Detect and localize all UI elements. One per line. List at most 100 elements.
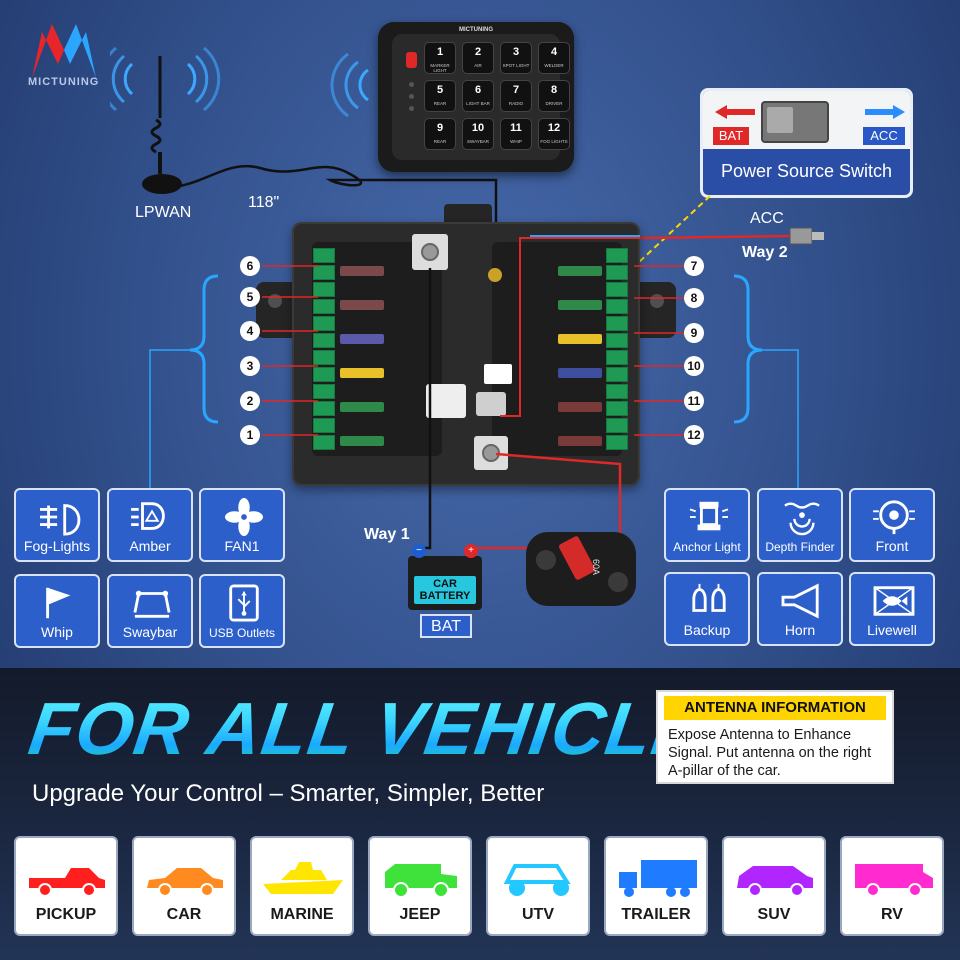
mode-switch[interactable] <box>476 392 506 416</box>
terminal-screw <box>606 248 628 263</box>
pairing-button[interactable] <box>484 364 512 384</box>
battery-negative-terminal: − <box>412 544 426 558</box>
panel-signal-icon <box>330 52 369 118</box>
panel-button-number: 7 <box>512 84 520 96</box>
vehicle-label: MARINE <box>270 906 334 923</box>
way1-label: Way 1 <box>364 526 410 543</box>
vehicle-label: UTV <box>522 906 554 923</box>
negative-stud <box>474 436 508 470</box>
car-icon <box>147 868 223 897</box>
antenna-info-title: ANTENNA INFORMATION <box>664 696 886 720</box>
battery-line2: BATTERY <box>419 590 471 602</box>
terminal-screw <box>313 316 335 331</box>
terminal-screw <box>606 367 628 382</box>
card-whip: Whip <box>14 574 100 648</box>
panel-button-number: 1 <box>436 46 444 58</box>
blade-fuse <box>558 334 602 344</box>
blade-fuse <box>340 266 384 276</box>
suv-icon <box>737 866 813 897</box>
card-swaybar: Swaybar <box>107 574 193 648</box>
jeep-icon <box>385 864 457 898</box>
anchor-light-icon <box>689 501 729 531</box>
bat-battery-tag: BAT <box>420 614 472 638</box>
card-front: Front <box>849 488 935 562</box>
terminal-screw <box>606 435 628 450</box>
blade-fuse <box>558 436 602 446</box>
fuse-number-7: 7 <box>684 256 704 276</box>
card-label: Amber <box>129 538 171 554</box>
vehicle-rv: RV <box>840 836 944 936</box>
card-label: Front <box>875 538 909 554</box>
terminal-screw <box>313 401 335 416</box>
trailer-icon <box>619 860 697 897</box>
fuse-number-6: 6 <box>240 256 260 276</box>
antenna-cable <box>179 164 498 270</box>
bat-tag: BAT <box>713 127 749 145</box>
card-horn: Horn <box>757 572 843 646</box>
vehicle-label: PICKUP <box>35 906 97 923</box>
vehicle-utv: UTV <box>486 836 590 936</box>
fuse-number-2: 2 <box>240 391 260 411</box>
vehicle-label: JEEP <box>399 906 441 923</box>
card-label: Backup <box>683 622 731 638</box>
breaker-rating: 60A <box>591 558 602 576</box>
horn-icon <box>781 583 819 619</box>
usb-icon <box>229 584 259 622</box>
pickup-icon <box>29 868 105 897</box>
terminal-screw <box>313 350 335 365</box>
card-backup: Backup <box>664 572 750 646</box>
fuse-number-11: 11 <box>684 391 704 411</box>
terminal-screw <box>606 401 628 416</box>
utv-icon <box>503 864 571 896</box>
blade-fuse <box>558 368 602 378</box>
panel-button-label: FOG LIGHTS <box>540 139 568 144</box>
terminal-screw <box>313 248 335 263</box>
panel-button-number: 11 <box>510 122 522 134</box>
terminal-screw <box>606 299 628 314</box>
fuse-number-1: 1 <box>240 425 260 445</box>
panel-button-number: 5 <box>436 84 444 96</box>
power-button[interactable] <box>406 52 417 68</box>
positive-stud <box>412 234 448 270</box>
fuse-number-9: 9 <box>684 323 704 343</box>
switch-toggle[interactable] <box>761 101 829 143</box>
panel-button-label: REAR <box>433 139 447 144</box>
card-label: Anchor Light <box>673 540 741 554</box>
blade-fuse <box>340 334 384 344</box>
panel-brand: MICTUNING <box>459 27 493 33</box>
panel-button-number: 2 <box>474 46 482 58</box>
card-usb-outlets: USB Outlets <box>199 574 285 648</box>
acc-tag: ACC <box>863 127 905 145</box>
arrow-right-icon <box>865 105 905 119</box>
card-fog-lights: Fog-Lights <box>14 488 100 562</box>
panel-button-label: WHIP <box>510 139 522 144</box>
card-label: Swaybar <box>122 624 178 640</box>
whip-flag-icon <box>46 587 71 619</box>
livewell-icon <box>873 586 915 616</box>
vehicle-label: RV <box>881 906 903 923</box>
terminal-screw <box>606 282 628 297</box>
vehicle-car: CAR <box>132 836 236 936</box>
antenna-info-body: Expose Antenna to Enhance Signal. Put an… <box>668 727 872 779</box>
power-source-switch-callout: BAT ACC Power Source Switch <box>700 88 913 198</box>
terminal-screw <box>313 333 335 348</box>
blade-fuse <box>340 368 384 378</box>
terminal-screw <box>313 299 335 314</box>
vehicle-label: CAR <box>166 906 202 923</box>
vehicle-label: SUV <box>757 906 791 923</box>
backup-light-icon <box>692 583 726 612</box>
